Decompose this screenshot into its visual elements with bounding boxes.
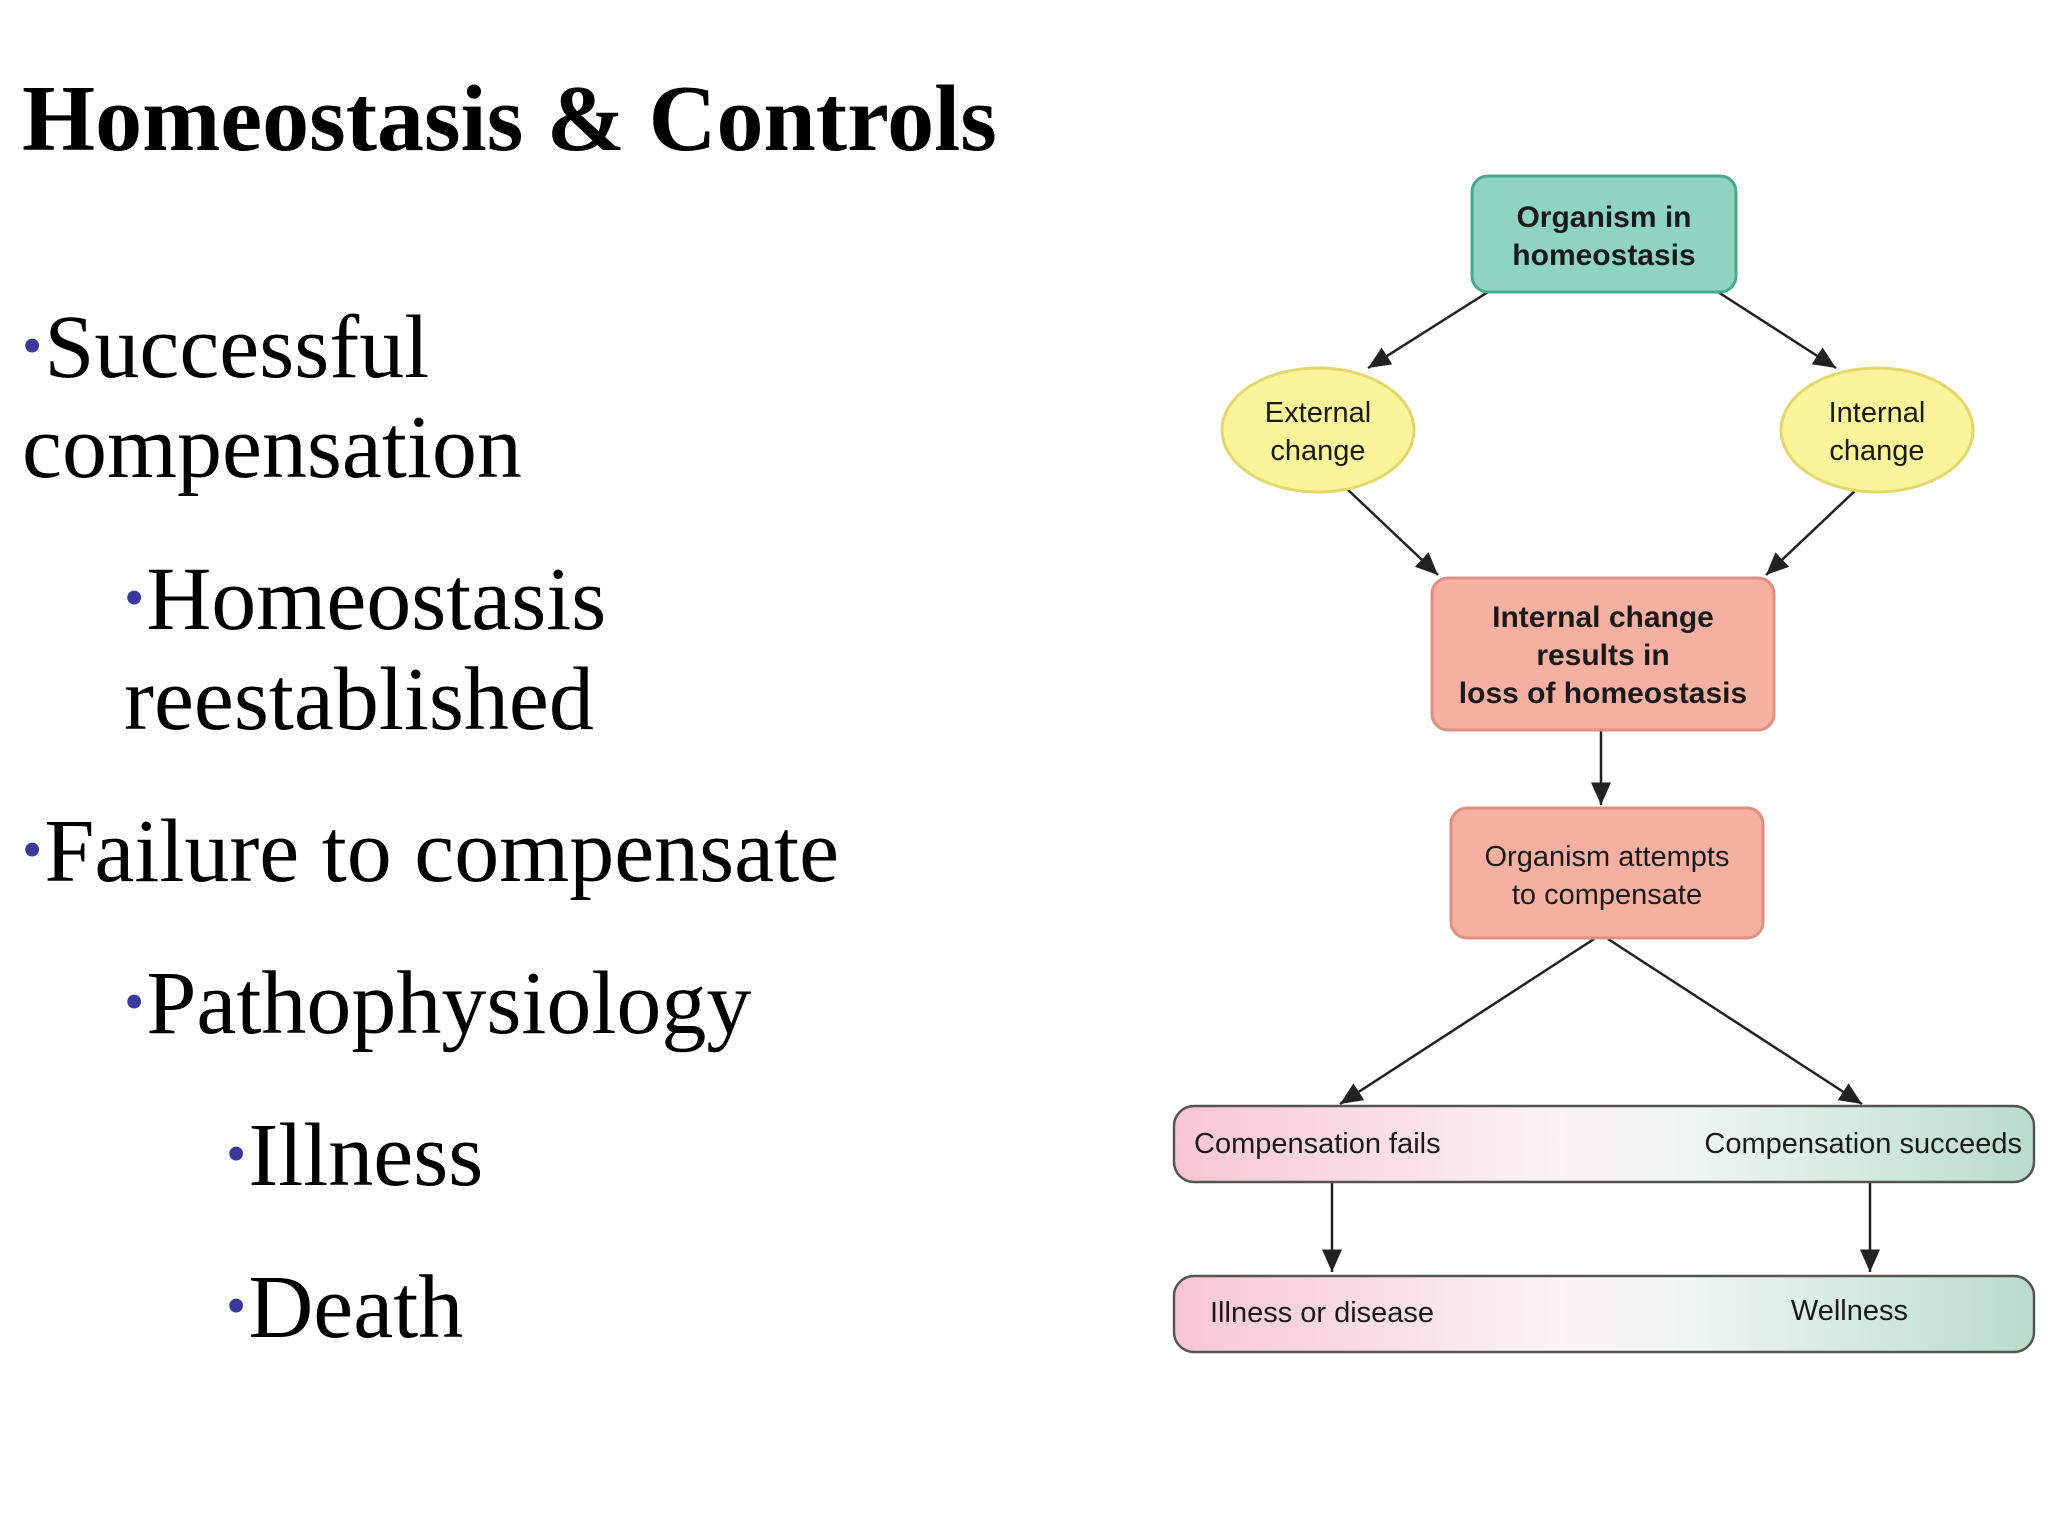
node-organism-in-homeostasis: Organism in homeostasis xyxy=(1470,174,1738,294)
node-label: change xyxy=(1270,435,1365,467)
bullet-successful-compensation: •Successful compensation xyxy=(22,296,522,498)
node-label: Internal xyxy=(1829,397,1926,429)
node-label: homeostasis xyxy=(1512,239,1695,272)
arrow-organism-to-internal xyxy=(1717,290,1837,370)
bullet-text: Failure to compensate xyxy=(44,802,840,901)
bullet-text: Homeostasis xyxy=(146,550,607,649)
arrow-organism-to-external xyxy=(1367,290,1489,370)
bullet-text: Death xyxy=(248,1258,464,1357)
node-loss-of-homeostasis: Internal change results in loss of homeo… xyxy=(1430,576,1776,732)
bullet-death: •Death xyxy=(226,1256,463,1358)
node-label: Internal change xyxy=(1492,601,1714,634)
arrow-internal-to-loss xyxy=(1765,487,1859,576)
compensation-succeeds-label: Compensation succeeds xyxy=(1704,1128,2022,1160)
bullet-dot: • xyxy=(22,313,43,378)
bullet-illness: •Illness xyxy=(226,1104,483,1206)
bullet-text-continued: compensation xyxy=(22,398,522,497)
node-label: results in xyxy=(1536,639,1669,672)
compensation-fails-label: Compensation fails xyxy=(1194,1128,1441,1160)
bullet-text: Illness xyxy=(248,1106,484,1205)
node-health-outcome-bar: Illness or disease Wellness xyxy=(1172,1274,2036,1354)
node-label: Organism in xyxy=(1516,201,1691,234)
node-internal-change: Internal change xyxy=(1779,366,1975,494)
arrow-external-to-loss xyxy=(1345,487,1439,576)
bullet-dot: • xyxy=(124,565,145,630)
bullet-text: Pathophysiology xyxy=(146,954,752,1053)
node-external-change: External change xyxy=(1220,366,1416,494)
illness-or-disease-label: Illness or disease xyxy=(1210,1297,1434,1329)
node-label: loss of homeostasis xyxy=(1459,677,1747,710)
slide-title: Homeostasis & Controls xyxy=(22,67,997,171)
bullet-failure-to-compensate: •Failure to compensate xyxy=(22,800,839,902)
wellness-label: Wellness xyxy=(1791,1295,1908,1327)
bullet-homeostasis-reestablished: •Homeostasis reestablished xyxy=(124,548,606,750)
bullet-dot: • xyxy=(124,969,145,1034)
bullet-pathophysiology: •Pathophysiology xyxy=(124,952,751,1054)
node-label: to compensate xyxy=(1512,879,1702,911)
bullet-text: Successful xyxy=(44,298,430,397)
bullet-dot: • xyxy=(22,817,43,882)
arrow-attempt-to-fails xyxy=(1339,937,1595,1106)
node-label: change xyxy=(1829,435,1924,467)
node-label: External xyxy=(1265,397,1371,429)
arrow-attempt-to-succeeds xyxy=(1607,937,1863,1106)
node-organism-attempts-to-compensate: Organism attempts to compensate xyxy=(1449,806,1765,940)
bullet-dot: • xyxy=(226,1273,247,1338)
arrows xyxy=(1322,290,1880,1272)
node-compensation-outcome-bar: Compensation fails Compensation succeeds xyxy=(1172,1104,2036,1184)
bullet-text-continued: reestablished xyxy=(124,650,594,749)
bullet-dot: • xyxy=(226,1121,247,1186)
node-label: Organism attempts xyxy=(1485,841,1730,873)
